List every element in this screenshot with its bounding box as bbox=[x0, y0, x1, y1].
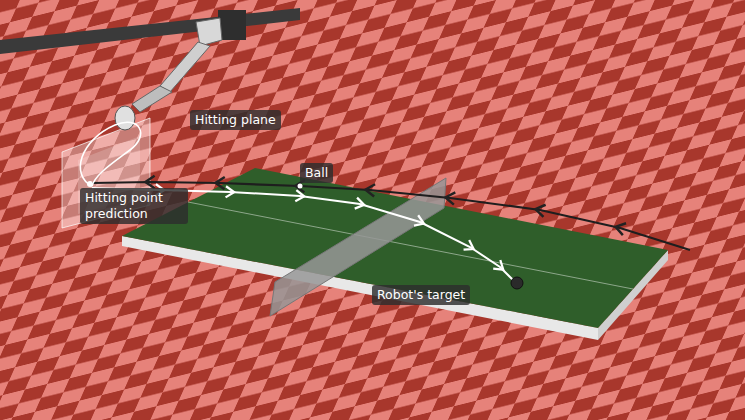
callout-label: Hitting plane bbox=[190, 110, 281, 130]
target-marker bbox=[511, 277, 523, 289]
robot-link bbox=[132, 86, 172, 112]
racket-path bbox=[80, 122, 140, 186]
racket bbox=[115, 106, 135, 130]
ball bbox=[298, 184, 303, 189]
robot-joint bbox=[196, 18, 222, 46]
callout-label: Robot's target bbox=[372, 285, 470, 305]
hitting-point bbox=[87, 181, 93, 187]
robot-link bbox=[160, 42, 210, 92]
callout-label: Ball bbox=[300, 163, 333, 183]
robot-rail bbox=[0, 8, 300, 54]
robot-base bbox=[218, 10, 246, 40]
callout-label: Hitting point prediction bbox=[80, 188, 188, 224]
